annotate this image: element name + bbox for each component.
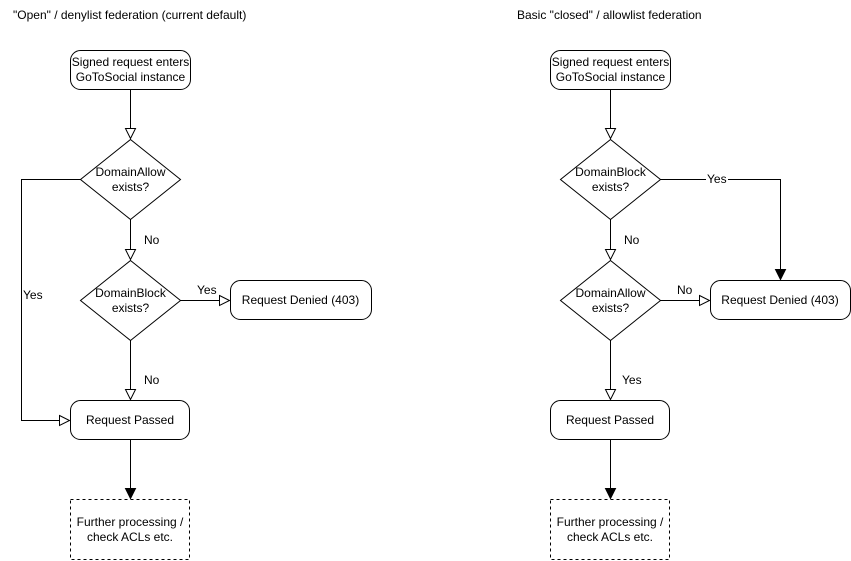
right-passed-node <box>550 400 670 440</box>
left-passed-node <box>70 400 190 440</box>
right-decision2-diamond <box>559 259 662 342</box>
left-edge-decision1-yes <box>21 179 81 427</box>
left-label-decision1-no: No <box>143 233 161 247</box>
left-denied-node <box>230 280 372 320</box>
right-label-decision2-no: No <box>676 283 694 297</box>
right-label-decision1-yes: Yes <box>706 172 728 186</box>
right-label-decision2-yes: Yes <box>621 373 643 387</box>
right-chart-title: Basic "closed" / allowlist federation <box>517 8 702 22</box>
right-decision1-diamond <box>559 138 662 221</box>
left-start-node <box>70 50 191 90</box>
left-further-node <box>70 499 190 560</box>
right-edge-decision1-yes <box>660 179 787 281</box>
left-label-decision2-no: No <box>143 373 161 387</box>
right-label-decision1-no: No <box>623 233 641 247</box>
right-denied-node <box>710 280 851 320</box>
right-start-node <box>550 50 671 90</box>
left-decision1-diamond <box>79 138 182 221</box>
left-label-decision2-yes: Yes <box>196 283 218 297</box>
left-label-decision1-yes: Yes <box>22 288 44 302</box>
left-decision2-diamond <box>79 259 182 342</box>
right-further-node <box>550 499 670 560</box>
left-chart-title: "Open" / denylist federation (current de… <box>13 8 247 22</box>
